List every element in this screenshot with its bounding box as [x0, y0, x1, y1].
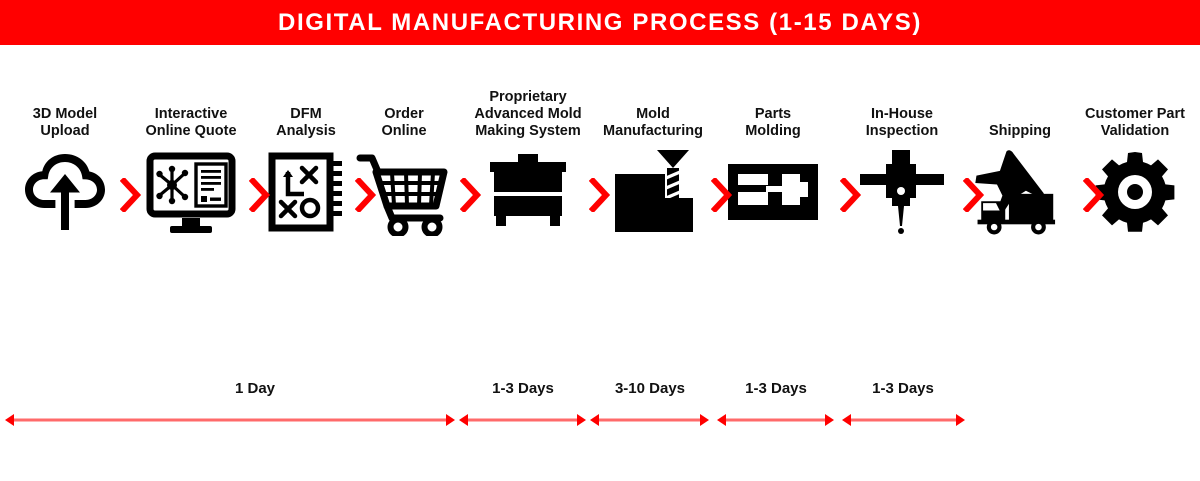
process-step-label: Customer Part Validation [1085, 106, 1185, 139]
process-step-label: Parts Molding [745, 106, 801, 139]
chevron-right-icon [963, 178, 985, 212]
mold-cavity-icon [725, 146, 821, 238]
title-banner: DIGITAL MANUFACTURING PROCESS (1-15 DAYS… [0, 0, 1200, 45]
page-title: DIGITAL MANUFACTURING PROCESS (1-15 DAYS… [278, 8, 922, 36]
timeline-segment-label: 3-10 Days [614, 380, 686, 397]
strategy-notepad-icon [258, 146, 354, 238]
chevron-right-icon [249, 178, 271, 212]
plane-truck-icon [972, 146, 1068, 238]
process-step: Shipping [960, 85, 1080, 238]
process-step: DFM Analysis [246, 85, 366, 238]
process-step-label: Shipping [988, 123, 1051, 139]
process-step-label: Mold Manufacturing [603, 106, 703, 139]
process-steps: 3D Model Upload Interactive Online Quote… [0, 85, 1200, 260]
chevron-right-icon [711, 178, 733, 212]
process-step: Interactive Online Quote [131, 85, 251, 238]
chevron-right-icon [355, 178, 377, 212]
mold-tool-icon [480, 146, 576, 238]
chevron-right-icon [1083, 178, 1105, 212]
monitor-quote-icon [143, 146, 239, 238]
timeline-segment-label: 1 Day [234, 380, 276, 397]
process-step-label: Order Online [381, 106, 427, 139]
gear-icon [1087, 146, 1183, 238]
process-step-label: In-House Inspection [865, 106, 939, 139]
timeline-segment-label: 1-3 Days [745, 380, 807, 397]
chevron-right-icon [120, 178, 142, 212]
process-step: Proprietary Advanced Mold Making System [468, 85, 588, 238]
process-step: 3D Model Upload [5, 85, 125, 238]
chevron-right-icon [840, 178, 862, 212]
process-step-label: Proprietary Advanced Mold Making System [474, 89, 582, 139]
chevron-right-icon [460, 178, 482, 212]
cloud-upload-icon [17, 146, 113, 238]
process-step: Parts Molding [713, 85, 833, 238]
shopping-cart-icon [356, 146, 452, 238]
timeline-arrows [5, 414, 965, 426]
process-step: Order Online [344, 85, 464, 238]
process-step: In-House Inspection [842, 85, 962, 238]
chevron-right-icon [589, 178, 611, 212]
timeline-segment-label: 1-3 Days [492, 380, 554, 397]
cmm-probe-icon [854, 146, 950, 238]
process-step-label: DFM Analysis [276, 106, 336, 139]
process-step: Customer Part Validation [1075, 85, 1195, 238]
process-step-label: 3D Model Upload [32, 106, 98, 139]
cnc-drill-icon [605, 146, 701, 238]
process-step: Mold Manufacturing [593, 85, 713, 238]
timeline-segment-label: 1-3 Days [872, 380, 934, 397]
process-step-label: Interactive Online Quote [145, 106, 237, 139]
timeline: 1 Day 1-3 Days 3-10 Days 1-3 Days 1-3 Days [0, 380, 1200, 440]
